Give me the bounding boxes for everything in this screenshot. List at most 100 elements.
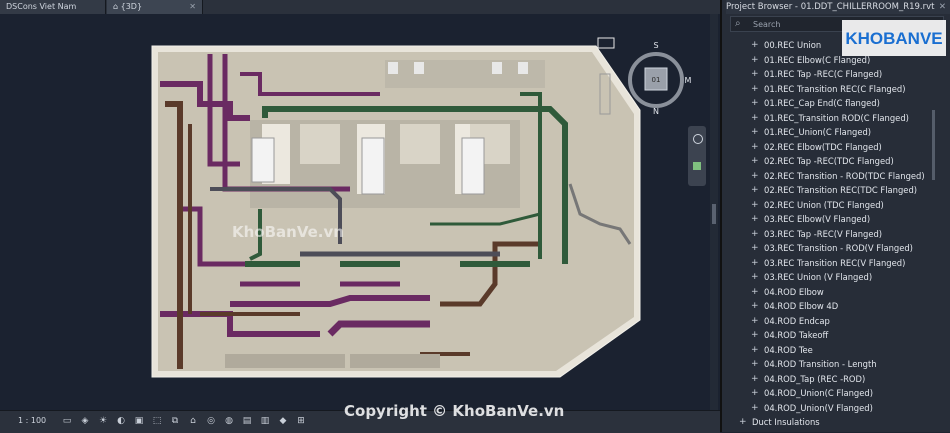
tree-item[interactable]: +04.ROD Tee <box>722 343 950 358</box>
tree-item[interactable]: +04.ROD_Tap (REC -ROD) <box>722 372 950 387</box>
analytical-model-icon[interactable]: ▥ <box>260 416 270 426</box>
search-placeholder: Search <box>753 20 781 29</box>
khobanve-logo: KHOBANVE <box>842 20 946 56</box>
expand-icon[interactable]: + <box>751 272 759 282</box>
sun-path-icon[interactable]: ☀ <box>98 416 108 426</box>
expand-icon[interactable]: + <box>751 359 759 369</box>
expand-icon[interactable]: + <box>751 214 759 224</box>
expand-icon[interactable]: + <box>739 417 747 427</box>
expand-icon[interactable]: + <box>751 315 759 326</box>
expand-icon[interactable]: + <box>751 199 759 210</box>
reveal-hidden-icon[interactable]: ◍ <box>225 416 233 426</box>
tree-item[interactable]: +01.REC_Union(C Flanged) <box>722 125 950 140</box>
expand-icon[interactable]: + <box>751 54 759 65</box>
highlight-displacement-icon[interactable]: ◆ <box>279 416 287 426</box>
expand-icon[interactable]: + <box>751 69 759 79</box>
viewcube-east[interactable]: M <box>685 76 692 85</box>
tree-item[interactable]: +02.REC Elbow(TDC Flanged) <box>722 140 950 155</box>
steering-wheel-icon[interactable] <box>693 134 703 144</box>
expand-icon[interactable]: + <box>751 257 759 268</box>
crop-view-icon[interactable]: ⬚ <box>152 416 162 426</box>
expand-icon[interactable]: + <box>751 330 759 340</box>
tree-item[interactable]: +03.REC Tap -REC(V Flanged) <box>722 227 950 242</box>
browser-scrollbar[interactable] <box>932 110 935 180</box>
search-icon: ⌕ <box>735 18 741 29</box>
tree-item[interactable]: +04.ROD_Union(C Flanged) <box>722 386 950 401</box>
tree-item[interactable]: +04.ROD Transition - Length <box>722 357 950 372</box>
tree-item[interactable]: +04.ROD Elbow 4D <box>722 299 950 314</box>
tab-dscons[interactable]: DSCons Viet Nam <box>0 0 106 14</box>
tree-item[interactable]: +02.REC Tap -REC(TDC Flanged) <box>722 154 950 169</box>
expand-icon[interactable]: + <box>751 243 759 253</box>
navigation-bar[interactable] <box>688 126 706 186</box>
zoom-icon[interactable] <box>693 162 701 170</box>
expand-icon[interactable]: + <box>751 228 759 239</box>
tree-item[interactable]: +03.REC Elbow(V Flanged) <box>722 212 950 227</box>
viewport-scrollbar[interactable] <box>710 14 718 410</box>
expand-icon[interactable]: + <box>751 141 759 152</box>
tree-item[interactable]: +01.REC_Transition ROD(C Flanged) <box>722 111 950 126</box>
expand-icon[interactable]: + <box>751 156 759 166</box>
scroll-thumb[interactable] <box>712 204 716 224</box>
tree-item[interactable]: +04.ROD Takeoff <box>722 328 950 343</box>
logo-text: KHOBANVE <box>845 29 942 48</box>
tree-item[interactable]: +04.ROD Elbow <box>722 285 950 300</box>
tree-item[interactable]: +04.ROD_Union(V Flanged) <box>722 401 950 416</box>
tree-category-duct-insulations[interactable]: +Duct Insulations <box>722 415 950 430</box>
detail-level-icon[interactable]: ▭ <box>62 416 72 426</box>
reveal-constraints-icon[interactable]: ⊞ <box>297 416 305 426</box>
expand-icon[interactable]: + <box>751 286 759 297</box>
visual-style-icon[interactable]: ◈ <box>81 416 89 426</box>
expand-icon[interactable]: + <box>751 40 759 50</box>
expand-icon[interactable]: + <box>751 185 759 195</box>
watermark-center: KhoBanVe.vn <box>232 223 344 241</box>
browser-tree[interactable]: +00.REC Union +01.REC Elbow(C Flanged) +… <box>722 38 950 430</box>
show-crop-icon[interactable]: ⧉ <box>171 416 179 426</box>
expand-icon[interactable]: + <box>751 402 759 413</box>
render-icon[interactable]: ▣ <box>134 416 144 426</box>
tree-item[interactable]: +01.REC Transition REC(C Flanged) <box>722 82 950 97</box>
viewcube-south[interactable]: S <box>653 41 658 50</box>
view-tab-bar: DSCons Viet Nam ⌂ {3D} ✕ <box>0 0 720 15</box>
tree-item[interactable]: +02.REC Transition - ROD(TDC Flanged) <box>722 169 950 184</box>
tab-3d-label: {3D} <box>120 2 143 11</box>
expand-icon[interactable]: + <box>751 344 759 355</box>
tree-item[interactable]: +04.ROD Endcap <box>722 314 950 329</box>
expand-icon[interactable]: + <box>751 112 759 123</box>
tree-item[interactable]: +01.REC_Cap End(C flanged) <box>722 96 950 111</box>
model-drawing: 01 S N M <box>151 37 692 378</box>
view-scale[interactable]: 1 : 100 <box>18 416 47 425</box>
home-icon: ⌂ <box>113 2 119 11</box>
project-browser-panel: Project Browser - 01.DDT_CHILLERROOM_R19… <box>720 0 950 432</box>
expand-icon[interactable]: + <box>751 301 759 311</box>
expand-icon[interactable]: + <box>751 98 759 108</box>
tab-dscons-label: DSCons Viet Nam <box>6 2 77 11</box>
3d-viewport[interactable]: 01 S N M <box>0 14 720 410</box>
tree-item[interactable]: +03.REC Transition REC(V Flanged) <box>722 256 950 271</box>
worksharing-icon[interactable]: ▤ <box>242 416 252 426</box>
temporary-hide-icon[interactable]: ◎ <box>207 416 215 426</box>
viewcube-face-label[interactable]: 01 <box>652 76 661 84</box>
viewcube-north[interactable]: N <box>653 107 659 116</box>
tree-item[interactable]: +00.REC Union <box>722 38 950 53</box>
tab-3d[interactable]: ⌂ {3D} ✕ <box>107 0 203 14</box>
lock-3d-icon[interactable]: ⌂ <box>190 416 196 426</box>
tree-item[interactable]: +01.REC Elbow(C Flanged) <box>722 53 950 68</box>
shadows-icon[interactable]: ◐ <box>117 416 125 426</box>
project-browser-title: Project Browser - 01.DDT_CHILLERROOM_R19… <box>726 0 950 14</box>
tree-item[interactable]: +03.REC Transition - ROD(V Flanged) <box>722 241 950 256</box>
close-icon[interactable]: ✕ <box>938 2 946 12</box>
project-browser-title-text: Project Browser - 01.DDT_CHILLERROOM_R19… <box>726 2 935 12</box>
tree-item[interactable]: +03.REC Union (V Flanged) <box>722 270 950 285</box>
tree-item[interactable]: +02.REC Union (TDC Flanged) <box>722 198 950 213</box>
expand-icon[interactable]: + <box>751 388 759 398</box>
close-icon[interactable]: ✕ <box>189 2 196 11</box>
expand-icon[interactable]: + <box>751 373 759 384</box>
tree-item[interactable]: +01.REC Tap -REC(C Flanged) <box>722 67 950 82</box>
expand-icon[interactable]: + <box>751 83 759 94</box>
tree-item[interactable]: +02.REC Transition REC(TDC Flanged) <box>722 183 950 198</box>
expand-icon[interactable]: + <box>751 170 759 181</box>
expand-icon[interactable]: + <box>751 127 759 137</box>
watermark-copyright: Copyright © KhoBanVe.vn <box>344 402 565 420</box>
view-control-bar: 1 : 100 ▭ ◈ ☀ ◐ ▣ ⬚ ⧉ ⌂ ◎ ◍ ▤ ▥ ◆ ⊞ <box>0 410 720 433</box>
